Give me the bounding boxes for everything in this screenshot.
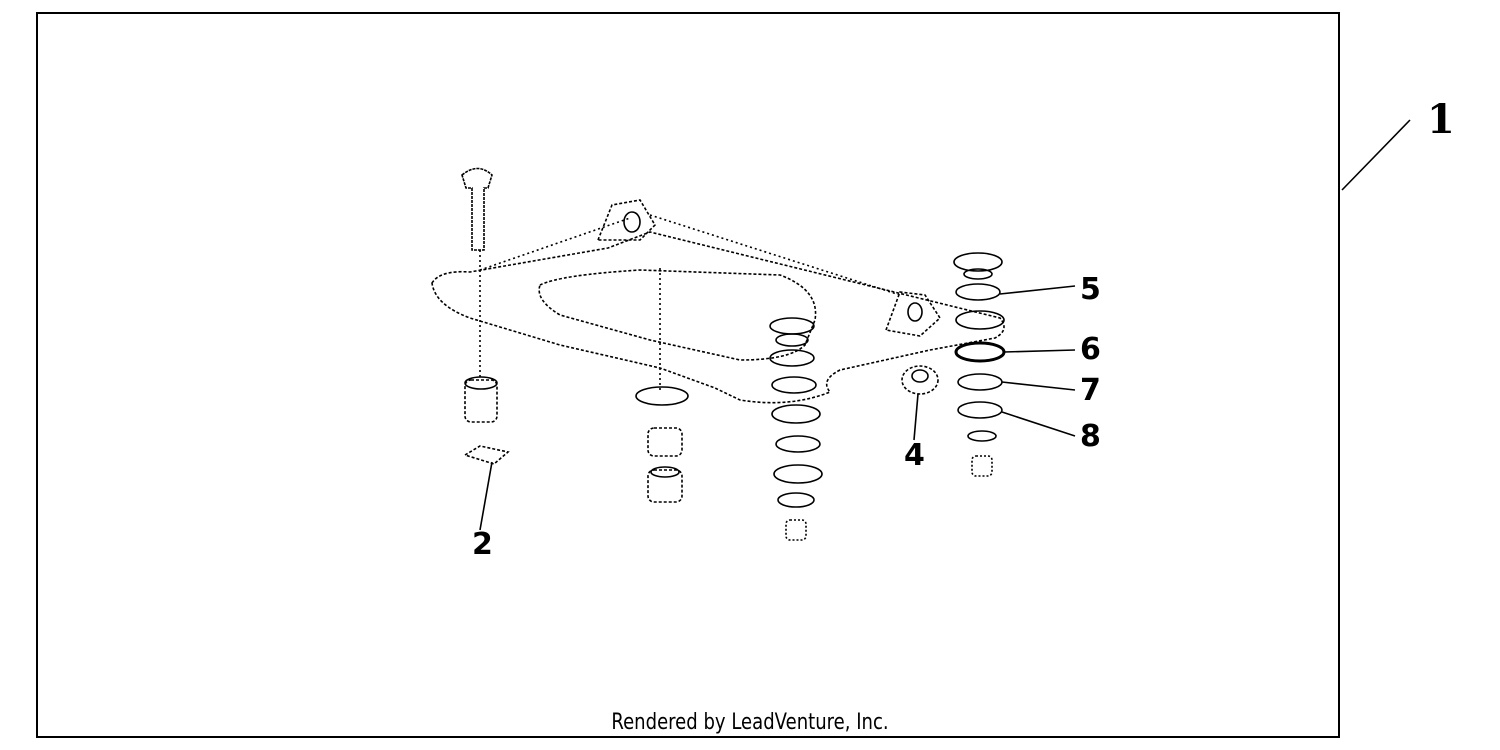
callout-5: 5 — [1080, 272, 1101, 307]
stack-center — [769, 317, 823, 541]
diagram-frame — [36, 12, 1340, 738]
leader-line-8 — [1001, 411, 1076, 437]
stack-right — [953, 252, 1076, 477]
mounting-plate — [431, 199, 1005, 404]
callout-1: 1 — [1427, 96, 1455, 143]
grommet-4 — [901, 365, 939, 441]
callout-6: 6 — [1080, 332, 1101, 367]
render-credit: Rendered by LeadVenture, Inc. — [611, 710, 889, 735]
leader-line-6 — [1003, 349, 1076, 353]
leader-line-4 — [913, 393, 919, 441]
leader-line-5 — [999, 285, 1076, 295]
callout-2: 2 — [472, 527, 493, 562]
callout-8: 8 — [1080, 419, 1101, 454]
callout-7: 7 — [1080, 373, 1101, 408]
callout-4: 4 — [904, 438, 925, 473]
leader-line-2 — [479, 461, 493, 531]
bolt-left — [461, 167, 510, 531]
leader-line-1 — [1341, 119, 1411, 191]
leader-line-7 — [1001, 381, 1076, 391]
stack-center-left — [635, 268, 689, 503]
